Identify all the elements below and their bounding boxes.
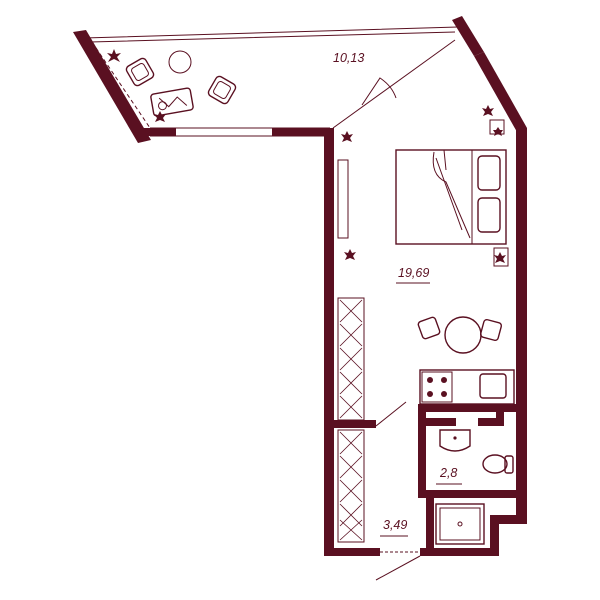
balcony-right-wall (452, 16, 484, 56)
wardrobe-icon (337, 297, 365, 421)
plant-icon (341, 131, 353, 142)
hall-door-swing-icon (375, 401, 407, 427)
bathroom: 2,8 (418, 420, 516, 498)
toilet-icon (482, 454, 514, 474)
balcony-area-label: 10,13 (333, 51, 364, 65)
plant-icon (154, 111, 166, 122)
wardrobe-icon (337, 429, 365, 543)
dining-chair-icon (417, 316, 441, 340)
plant-icon (107, 49, 121, 62)
balcony: 10,13 (73, 16, 484, 143)
armchair-icon (125, 57, 155, 87)
living-room: 19,69 (334, 105, 516, 428)
shower-tray-icon (426, 498, 485, 548)
kitchen-sink-icon (479, 373, 507, 399)
plant-icon (493, 127, 503, 136)
balcony-door-swing-icon (361, 77, 397, 106)
round-table-icon (444, 316, 482, 354)
double-bed-icon (395, 149, 507, 245)
round-table-icon (168, 50, 192, 74)
hall: 3,49 (337, 429, 485, 548)
plant-icon (482, 105, 494, 116)
plant-icon (494, 252, 506, 263)
washbasin-icon (439, 429, 471, 452)
entrance-door-swing-icon (375, 555, 421, 581)
plant-icon (344, 249, 356, 260)
balcony-left-wall (73, 30, 151, 143)
dining-chair-icon (479, 318, 503, 342)
pillow-icon (477, 155, 501, 191)
living-area-label: 19,69 (398, 266, 429, 280)
kitchen-unit (419, 369, 515, 405)
armchair-icon (207, 75, 237, 105)
pillow-icon (477, 197, 501, 233)
bathroom-area-label: 2,8 (439, 466, 457, 480)
kitchen-hob-icon (427, 377, 447, 397)
armchair-icon (150, 87, 194, 117)
outer-walls (324, 52, 527, 581)
hall-area-label: 3,49 (383, 518, 407, 532)
